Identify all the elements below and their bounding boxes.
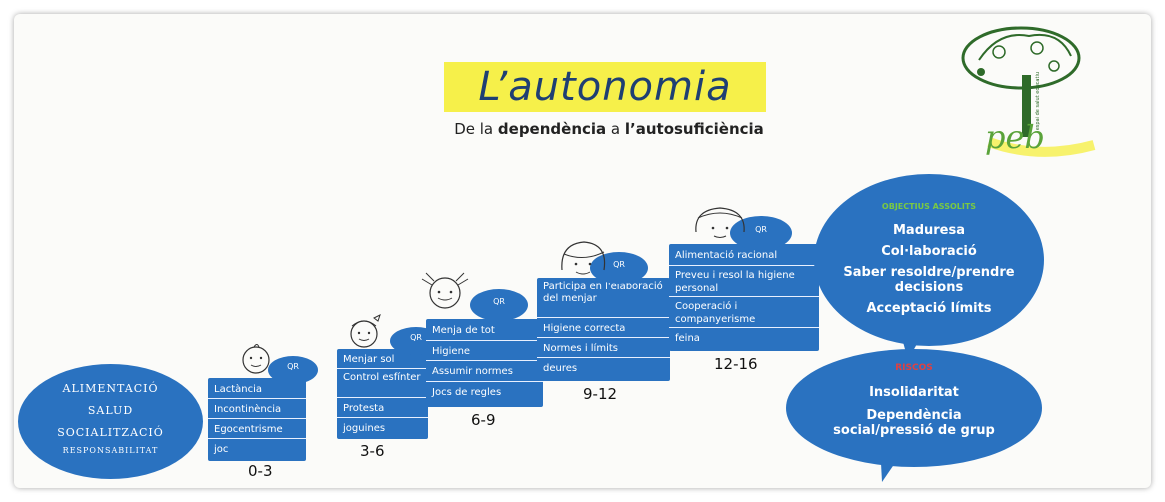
domain-salud: SALUD bbox=[87, 404, 134, 417]
qr-cloud: QR bbox=[470, 289, 528, 321]
child-face-icon bbox=[242, 344, 270, 374]
step-item: Preveu i resol la higiene personal bbox=[669, 267, 819, 297]
age-label: 0-3 bbox=[248, 462, 273, 480]
page-subtitle: De la dependència a l’autosuficiència bbox=[374, 120, 844, 138]
tree-logo-icon bbox=[961, 26, 1096, 157]
domains-circle: ALIMENTACIÓ SALUD SOCIALITZACIÓ RESPONSA… bbox=[18, 364, 203, 479]
step-9-12: Participa en l'elaboració del menjar Hig… bbox=[537, 278, 670, 381]
step-12-16: Alimentació racional Preveu i resol la h… bbox=[669, 244, 819, 351]
age-label: 6-9 bbox=[471, 411, 496, 429]
logo-text: peb bbox=[985, 118, 1045, 156]
teen-face-icon bbox=[695, 207, 745, 238]
page-title: L’autonomia bbox=[444, 62, 766, 112]
step-item: Menja de tot bbox=[426, 321, 543, 341]
domain-alimentacio: ALIMENTACIÓ bbox=[62, 382, 159, 395]
bubble-tail bbox=[880, 444, 908, 482]
step-item: Assumir normes bbox=[426, 362, 543, 382]
objective-item: Saber resoldre/prendre decisions bbox=[843, 265, 1015, 295]
step-item: Participa en l'elaboració del menjar bbox=[537, 280, 670, 318]
age-label: 3-6 bbox=[360, 442, 385, 460]
step-item: joc bbox=[214, 444, 229, 455]
step-0-3: Lactància Incontinència Egocentrisme joc bbox=[208, 378, 306, 461]
step-item: Higiene correcta bbox=[537, 319, 670, 338]
qr-cloud: QR bbox=[590, 252, 648, 284]
step-item: Normes i límits bbox=[537, 339, 670, 358]
objectives-bubble: OBJECTIUS ASSOLITS Maduresa Col·laboraci… bbox=[814, 174, 1044, 346]
logo-caption: espai de salut educatiu bbox=[1035, 72, 1041, 131]
step-item: Jocs de regles bbox=[432, 387, 502, 398]
age-label: 12-16 bbox=[714, 355, 758, 373]
step-6-9: Menja de tot Higiene Assumir normes Jocs… bbox=[426, 319, 543, 407]
step-item: feina bbox=[675, 333, 700, 344]
risk-item: Dependència social/pressió de grup bbox=[833, 408, 995, 438]
domain-responsabilitat: RESPONSABILITAT bbox=[62, 446, 159, 455]
step-item: Cooperació i companyerisme bbox=[669, 298, 819, 328]
risks-heading: RISCOS bbox=[895, 363, 933, 373]
risk-item: Insolidaritat bbox=[869, 385, 959, 400]
logo: peb espai de salut educatiu bbox=[959, 20, 1109, 165]
step-item: Alimentació racional bbox=[669, 246, 819, 266]
objective-item: Col·laboració bbox=[881, 244, 977, 259]
age-label: 9-12 bbox=[583, 385, 618, 403]
step-item: Egocentrisme bbox=[208, 420, 306, 439]
step-item: Incontinència bbox=[208, 400, 306, 419]
step-item: deures bbox=[543, 363, 578, 374]
qr-cloud: QR bbox=[730, 216, 792, 250]
subtitle-autosufficiency: l’autosuficiència bbox=[624, 120, 764, 138]
step-item: joguines bbox=[343, 423, 386, 434]
objective-item: Maduresa bbox=[892, 223, 965, 238]
page: L’autonomia De la dependència a l’autosu… bbox=[14, 14, 1151, 488]
step-item: Higiene bbox=[426, 342, 543, 361]
step-item: Control esfínter bbox=[337, 370, 428, 398]
child-face-icon bbox=[350, 314, 381, 348]
subtitle-pre: De la bbox=[454, 120, 498, 138]
subtitle-mid: a bbox=[606, 120, 625, 138]
step-item: Lactància bbox=[208, 380, 306, 399]
step-item: Menjar sol bbox=[337, 351, 428, 369]
step-3-6: Menjar sol Control esfínter Protesta jog… bbox=[337, 349, 428, 439]
subtitle-dependence: dependència bbox=[497, 120, 607, 138]
qr-cloud: QR bbox=[268, 356, 318, 384]
objective-item: Acceptació límits bbox=[866, 301, 992, 316]
step-item: Protesta bbox=[337, 399, 428, 418]
child-face-icon bbox=[561, 241, 606, 275]
objectives-heading: OBJECTIUS ASSOLITS bbox=[881, 202, 977, 211]
risks-bubble: RISCOS Insolidaritat Dependència social/… bbox=[786, 349, 1042, 467]
child-face-icon bbox=[421, 272, 469, 309]
domain-socialitzacio: SOCIALITZACIÓ bbox=[57, 426, 164, 439]
